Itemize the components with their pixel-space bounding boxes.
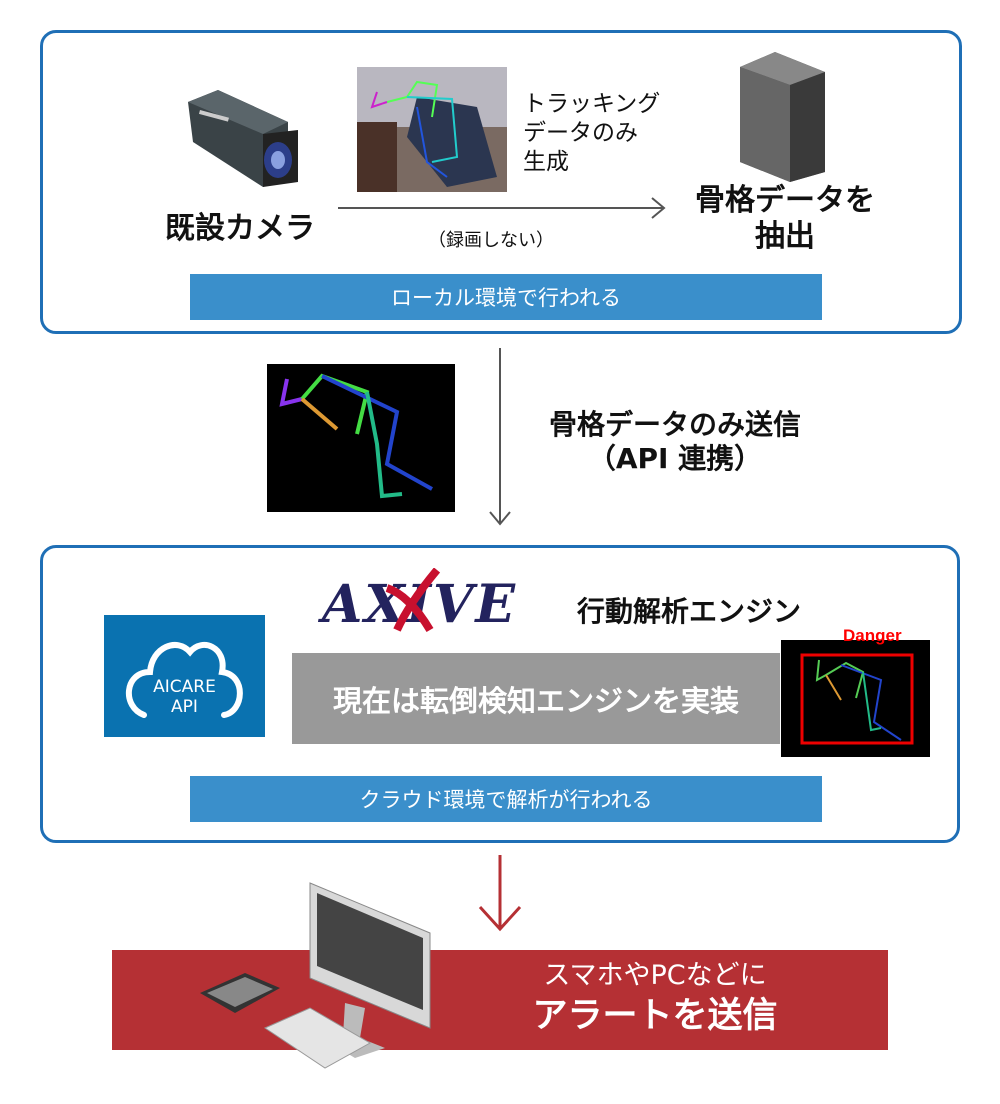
extract-line: 抽出 — [755, 219, 815, 254]
alert-line-2: アラートを送信 — [532, 996, 778, 1036]
cloud-environment-bar: クラウド環境で解析が行われる — [190, 776, 822, 822]
tracking-line: トラッキング — [523, 91, 661, 117]
local-environment-bar: ローカル環境で行われる — [190, 274, 822, 320]
danger-detection-image — [781, 640, 930, 757]
api-logo-line: API — [171, 697, 198, 717]
devices-illustration — [200, 882, 431, 1069]
aicare-api-logo: AICARE API — [104, 615, 265, 737]
red-down-arrow-icon — [478, 855, 522, 932]
danger-label: Danger — [843, 626, 902, 645]
right-arrow-icon — [338, 197, 666, 219]
axive-logo: AXIVE — [322, 568, 547, 635]
tracking-line: 生成 — [523, 149, 569, 175]
transfer-label: 骨格データのみ送信 （API 連携） — [520, 408, 830, 476]
engine-label: 行動解析エンジン — [577, 595, 802, 628]
axive-logo-text: AXIVE — [322, 574, 517, 635]
alert-text: スマホやPCなどに アラートを送信 — [490, 958, 820, 1038]
extract-line: 骨格データを — [695, 183, 875, 218]
extract-label: 骨格データを 抽出 — [680, 183, 890, 255]
down-arrow-icon — [489, 348, 511, 526]
cloud-icon — [126, 641, 243, 718]
camera-icon — [188, 90, 298, 187]
no-record-note: （録画しない） — [428, 230, 554, 251]
skeleton-image — [267, 364, 455, 512]
server-icon — [740, 52, 825, 182]
axive-x-mark — [385, 568, 441, 633]
tracking-note: トラッキング データのみ 生成 — [523, 90, 660, 177]
transfer-line: （API 連携） — [587, 442, 763, 475]
api-logo-line: AICARE — [153, 677, 216, 697]
alert-line-1: スマホやPCなどに — [543, 960, 767, 991]
implemented-engine-banner: 現在は転倒検知エンジンを実装 — [292, 653, 780, 744]
tracking-line: データのみ — [523, 120, 638, 146]
tracking-photo — [357, 67, 507, 192]
transfer-line: 骨格データのみ送信 — [548, 408, 801, 441]
camera-label: 既設カメラ — [165, 211, 315, 246]
